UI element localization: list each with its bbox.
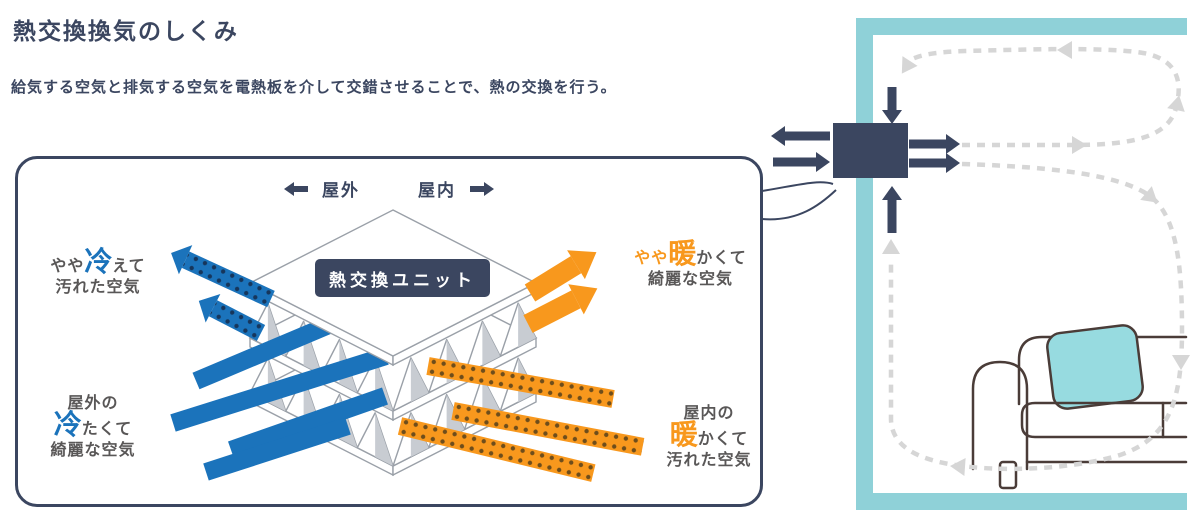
return-into-unit-bottom-arrow (882, 186, 902, 233)
circulation-path-lower (888, 161, 1185, 472)
supply-to-room-arrow-1 (909, 134, 960, 154)
label-line: 暖かくて (669, 419, 749, 450)
warm-return-bands (397, 357, 645, 482)
indoor-label: 屋内 (418, 181, 456, 200)
label-cold-clean-air: 屋外の 冷たくて 綺麗な空気 (28, 393, 158, 461)
heat-exchange-unit-label: 熱交換ユニット (315, 259, 490, 297)
arrow-left-icon (284, 181, 308, 196)
label-line: 綺麗な空気 (647, 271, 733, 288)
arrow-right-icon (470, 181, 494, 196)
heat-exchange-unit-box (833, 123, 908, 178)
label-cooled-dirty-air: やや冷えて 汚れた空気 (33, 246, 163, 298)
label-warmed-clean-air: やや暖かくて 綺麗な空気 (618, 238, 763, 290)
return-into-unit-top-arrow (882, 87, 902, 124)
page-title: 熱交換換気のしくみ (13, 18, 239, 44)
air-circulation-paths (888, 46, 1185, 472)
sofa-armrest (971, 360, 1029, 471)
wall-left (856, 18, 873, 510)
heat-exchange-detail-panel: 屋外 屋内 熱交換ユニット やや冷えて 汚れた空気 屋外の 冷たくて 綺麗な空気… (15, 156, 763, 507)
label-line: 屋外の (67, 395, 119, 412)
sofa-leg (998, 460, 1018, 490)
unit-airflow-arrows (771, 87, 960, 233)
detail-callout-lines (761, 181, 837, 221)
warmed-supply-arrows (523, 250, 598, 333)
direction-header: 屋外 屋内 (18, 176, 760, 201)
circulation-arrowheads (882, 41, 1190, 476)
label-line: 冷たくて (53, 409, 133, 440)
cooled-exhaust-arrows (171, 245, 275, 341)
sofa-seat (1020, 401, 1188, 439)
label-line: 汚れた空気 (666, 452, 752, 469)
label-line: やや暖かくて (634, 238, 747, 269)
circulation-path-upper (904, 46, 1181, 148)
supply-to-room-arrow-2 (909, 153, 960, 173)
page-subtitle: 給気する空気と排気する空気を電熱板を介して交錯させることで、熱の交換を行う。 (11, 79, 617, 96)
intake-from-outside-arrow (773, 152, 830, 172)
cold-intake-bands (170, 316, 389, 481)
label-line: やや冷えて (50, 246, 146, 277)
exhaust-to-outside-arrow (771, 126, 830, 146)
sofa-cushion (1046, 324, 1144, 410)
wall-bottom (856, 493, 1187, 510)
label-line: 汚れた空気 (55, 279, 141, 296)
wall-top (856, 18, 1187, 35)
heat-exchanger-illustration (170, 209, 645, 482)
sofa-backrest (1017, 335, 1188, 406)
label-warm-dirty-air: 屋内の 暖かくて 汚れた空気 (653, 403, 765, 471)
sofa (971, 324, 1188, 490)
label-line: 綺麗な空気 (50, 442, 136, 459)
label-line: 屋内の (683, 405, 735, 422)
outdoor-label: 屋外 (322, 181, 360, 200)
